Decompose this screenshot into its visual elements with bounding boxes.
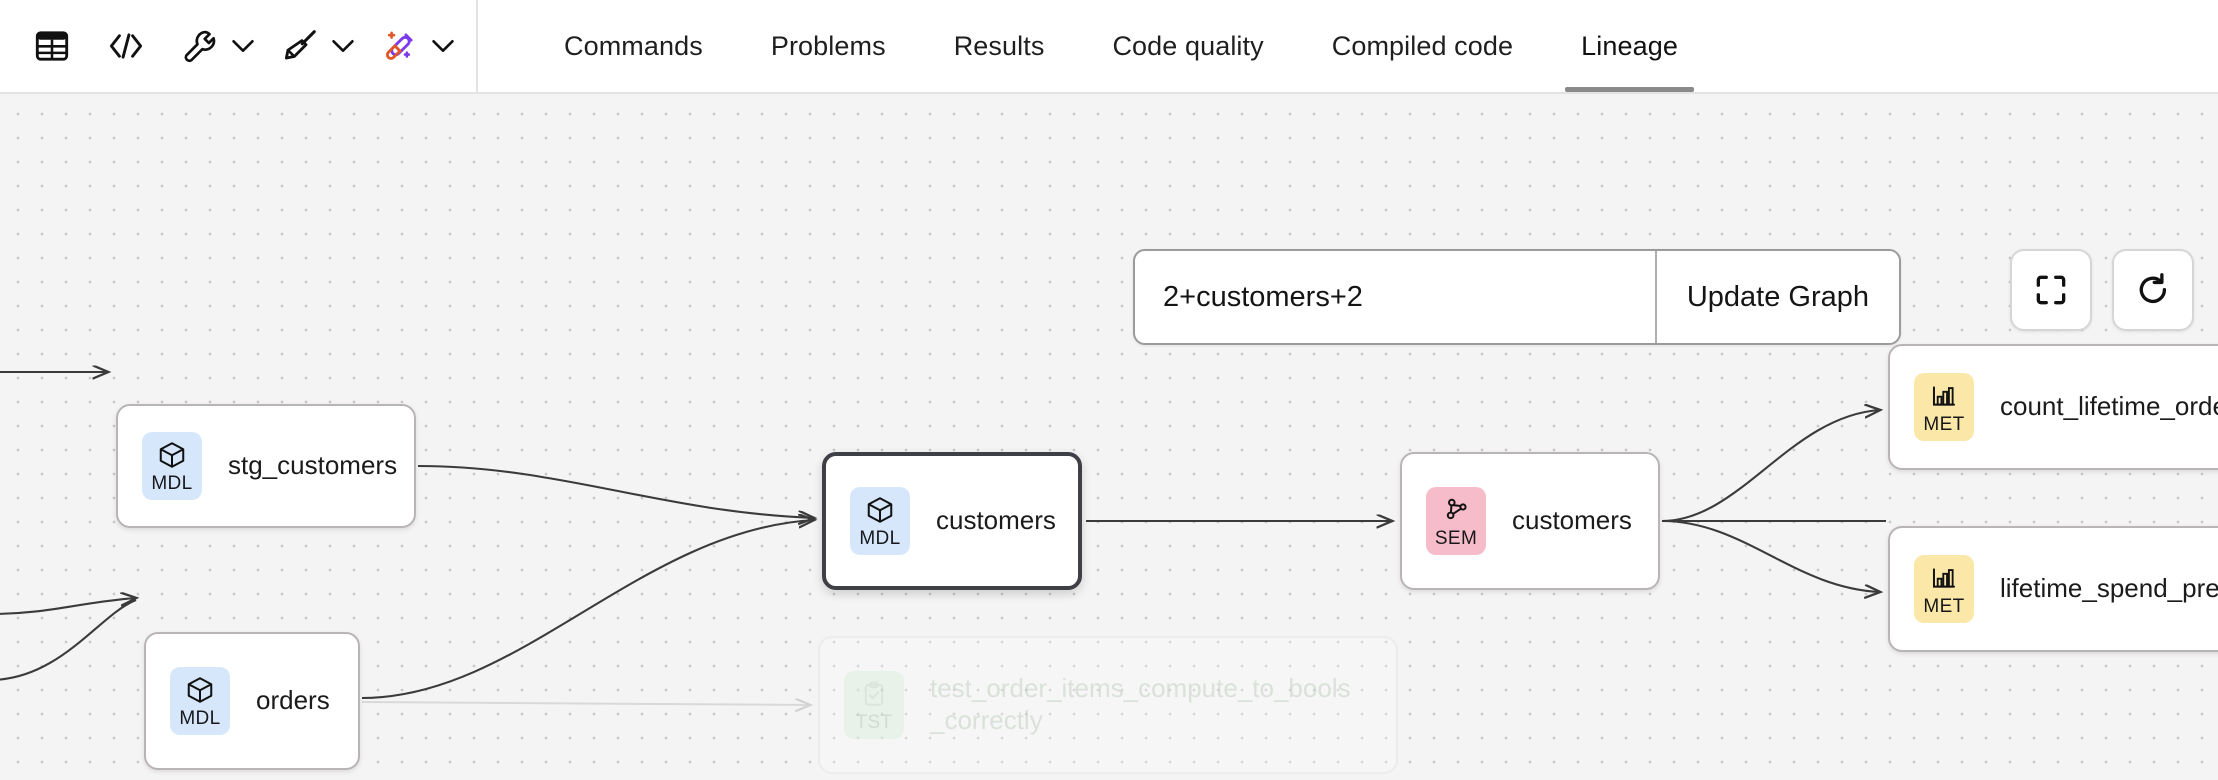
- badge-code: MET: [1923, 414, 1965, 435]
- lineage-canvas[interactable]: MDL stg_customers MDL orders: [0, 94, 2218, 780]
- editor-header: Commands Problems Results Code quality C…: [0, 0, 2218, 94]
- chevron-down-icon: [332, 39, 354, 53]
- cube-icon: [865, 494, 895, 526]
- wrench-icon: [184, 30, 216, 63]
- node-lifetime-spend-pretax[interactable]: MET lifetime_spend_pretax: [1888, 526, 2218, 652]
- badge-code: MDL: [179, 708, 221, 729]
- tab-problems[interactable]: Problems: [770, 30, 886, 61]
- ai-assist-dropdown[interactable]: [374, 20, 460, 72]
- table-icon: [35, 31, 69, 61]
- node-label: stg_customers: [228, 450, 398, 481]
- node-label: orders: [256, 685, 330, 716]
- node-type-badge-met: MET: [1914, 555, 1974, 623]
- format-dropdown[interactable]: [274, 20, 360, 72]
- badge-code: MDL: [859, 528, 901, 549]
- format-chevron[interactable]: [326, 20, 360, 72]
- bar-chart-icon: [1930, 380, 1958, 412]
- lineage-selector-input[interactable]: [1135, 251, 1655, 343]
- code-view-icon[interactable]: [100, 20, 152, 72]
- tab-code-quality[interactable]: Code quality: [1112, 30, 1264, 61]
- node-type-badge-met: MET: [1914, 373, 1974, 441]
- badge-code: SEM: [1434, 528, 1478, 549]
- format-icon[interactable]: [274, 20, 326, 72]
- tab-commands[interactable]: Commands: [564, 30, 703, 61]
- chevron-down-icon: [232, 39, 254, 53]
- ai-assist-icon[interactable]: [374, 20, 426, 72]
- canvas-controls: [2010, 249, 2194, 331]
- node-orders[interactable]: MDL orders: [144, 632, 360, 770]
- tools-icon[interactable]: [174, 20, 226, 72]
- chevron-down-icon: [432, 39, 454, 53]
- fit-view-button[interactable]: [2010, 249, 2092, 331]
- node-count-lifetime-orders[interactable]: MET count_lifetime_orders: [1888, 344, 2218, 470]
- fit-screen-icon: [2036, 275, 2066, 305]
- tab-compiled-code[interactable]: Compiled code: [1331, 30, 1514, 61]
- editor-tabs: Commands Problems Results Code quality C…: [530, 0, 1712, 92]
- node-customers-semantic[interactable]: SEM customers: [1400, 452, 1660, 590]
- node-test-order-items[interactable]: TST test_order_items_compute_to_bools _c…: [818, 636, 1398, 774]
- bar-chart-icon: [1930, 562, 1958, 594]
- ai-assist-chevron[interactable]: [426, 20, 460, 72]
- broom-icon: [284, 30, 316, 60]
- node-label: count_lifetime_orders: [2000, 391, 2218, 422]
- node-type-badge-mdl: MDL: [142, 432, 202, 500]
- reset-graph-button[interactable]: [2112, 249, 2194, 331]
- tools-dropdown[interactable]: [174, 20, 260, 72]
- tab-lineage[interactable]: Lineage: [1547, 0, 1712, 92]
- node-customers-model[interactable]: MDL customers: [822, 452, 1082, 590]
- refresh-icon: [2139, 273, 2167, 304]
- node-label: customers: [1512, 505, 1632, 536]
- badge-code: MDL: [151, 473, 193, 494]
- toolbar-divider: [476, 0, 478, 93]
- tab-results[interactable]: Results: [953, 30, 1045, 61]
- lineage-selector-group: Update Graph: [1133, 249, 1901, 345]
- table-view-icon[interactable]: [26, 20, 78, 72]
- editor-toolbar: [0, 0, 496, 93]
- node-type-badge-sem: SEM: [1426, 487, 1486, 555]
- update-graph-button[interactable]: Update Graph: [1656, 251, 1899, 343]
- input-divider: [1654, 251, 1657, 343]
- node-type-badge-mdl: MDL: [850, 487, 910, 555]
- node-stg-customers[interactable]: MDL stg_customers: [116, 404, 416, 528]
- node-label: test_order_items_compute_to_bools _corre…: [930, 673, 1351, 735]
- cube-icon: [157, 439, 187, 471]
- magic-wand-icon: [385, 31, 413, 60]
- badge-code: MET: [1923, 596, 1965, 617]
- node-label: customers: [936, 505, 1056, 536]
- node-label: lifetime_spend_pretax: [2000, 573, 2218, 604]
- code-icon: [109, 33, 143, 59]
- network-icon: [1442, 494, 1470, 526]
- node-type-badge-tst: TST: [844, 671, 904, 739]
- node-type-badge-mdl: MDL: [170, 667, 230, 735]
- tools-chevron[interactable]: [226, 20, 260, 72]
- cube-icon: [185, 674, 215, 706]
- clipboard-check-icon: [860, 678, 888, 710]
- badge-code: TST: [855, 712, 893, 733]
